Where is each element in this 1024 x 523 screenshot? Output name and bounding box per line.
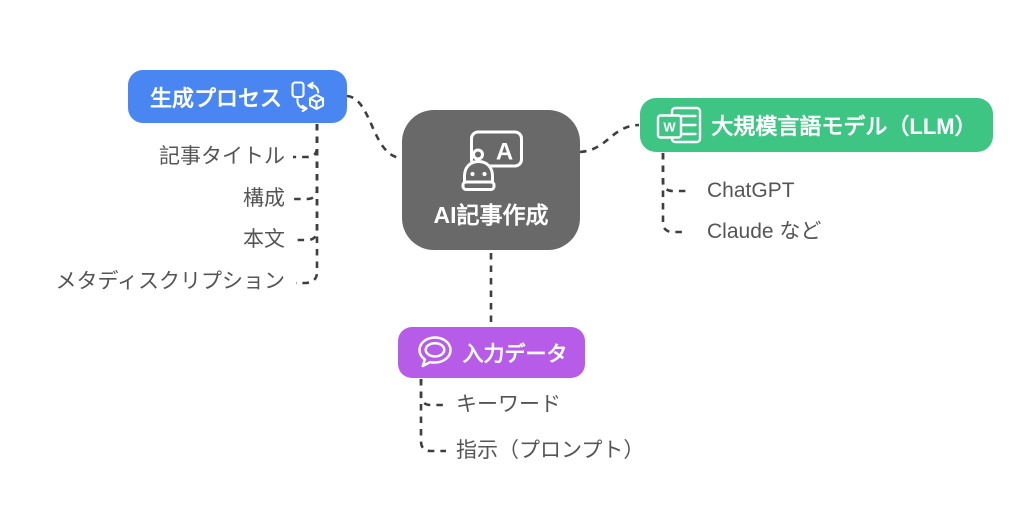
screen-letter: A [496,139,513,166]
process-item-structure: 構成 [243,187,285,210]
speech-bubble-icon [416,334,454,371]
robot-screen-icon: A [459,130,523,191]
edge-input-item-1 [419,379,446,407]
edge-process-item-2 [293,124,319,201]
word-document-icon: W [656,106,702,144]
edge-process-item-1 [293,124,319,159]
process-item-meta-description: メタディスクリプション [55,270,285,293]
edge-llm-item-2 [661,153,686,234]
node-generation-process: 生成プロセス [128,70,347,123]
transform-icon [291,81,325,112]
node-center-label: AI記事作成 [433,202,549,228]
process-item-body: 本文 [243,228,285,251]
input-item-prompt: 指示（プロンプト） [456,439,645,462]
process-item-article-title: 記事タイトル [159,145,285,168]
edge-llm-item-1 [661,153,686,193]
node-llm: W 大規模言語モデル（LLM） [640,98,993,152]
input-item-keyword: キーワード [456,393,561,416]
llm-item-chatgpt: ChatGPT [707,179,795,202]
llm-item-claude: Claude など [707,220,822,243]
edge-center-to-llm [579,123,640,154]
node-input-data: 入力データ [398,327,585,378]
node-generation-process-label: 生成プロセス [149,85,282,111]
node-center-ai-article: A AI記事作成 [402,110,580,250]
edge-process-item-4 [296,124,319,285]
node-llm-label: 大規模言語モデル（LLM） [711,114,977,139]
edge-process-item-3 [293,124,319,242]
edge-input-item-2 [419,379,446,453]
node-input-label: 入力データ [462,342,568,366]
edge-process-to-center [346,94,402,160]
word-letter: W [664,120,677,135]
